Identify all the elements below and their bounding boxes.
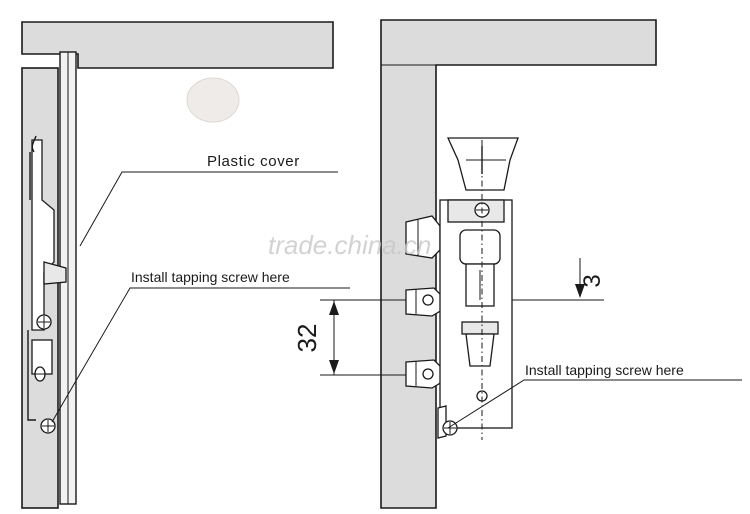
install-screw-label-right: Install tapping screw here — [525, 362, 684, 378]
install-left-leader — [51, 287, 350, 423]
install-right-leader — [447, 379, 742, 429]
left-top-panel — [21, 21, 334, 69]
left-view: Plastic cover Install tapping screw here — [21, 21, 350, 509]
mounting-clips — [405, 215, 443, 389]
plastic-cover-disc — [186, 77, 240, 123]
install-screw-label-left: Install tapping screw here — [131, 269, 290, 285]
dimension-3-label: 3 — [579, 274, 606, 287]
plastic-cover-label: Plastic cover — [207, 153, 300, 170]
right-view: 3 32 — [292, 19, 742, 509]
right-top-panel — [380, 19, 657, 509]
right-hinge-mechanism — [437, 137, 519, 440]
plastic-cover-leader — [79, 171, 338, 247]
left-hinge-mechanism — [27, 135, 67, 434]
watermark: trade.china.cn — [268, 230, 431, 260]
dimension-32: 32 — [292, 300, 440, 376]
dimension-32-label: 32 — [292, 324, 322, 353]
